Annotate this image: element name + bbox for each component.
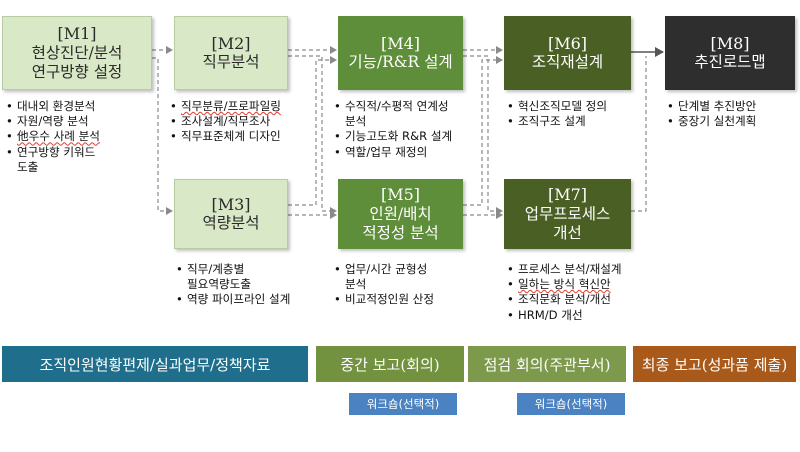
- m8-bullet-text: 중장기 실천계획: [678, 114, 757, 129]
- module-m7: [M7] 업무프로세스 개선: [504, 179, 631, 249]
- list-item: HRM/D 개선: [507, 308, 657, 323]
- band-final-report: 최종 보고(성과품 제출): [633, 346, 796, 382]
- m1-bullet-list: 대내외 환경분석 자원/역량 분석 他우수 사례 분석 연구방향 키워드 도출: [6, 99, 156, 175]
- m8-bullet-list: 단계별 추진방안 중장기 실천계획: [667, 99, 797, 130]
- m7-bullet-text: HRM/D 개선: [518, 307, 583, 322]
- m5-bullet-text: 업무/시간 균형성 분석: [345, 262, 428, 292]
- workshop-chip-2: 워크숍(선택적): [517, 393, 625, 415]
- m1-bullet-text: 他우수 사례 분석: [17, 129, 100, 144]
- list-item: 중장기 실천계획: [667, 114, 797, 129]
- list-item: 업무/시간 균형성 분석: [334, 262, 494, 292]
- list-item: 수직적/수평적 연계성 분석: [334, 99, 494, 129]
- module-m5-title: 인원/배치 적정성 분석: [362, 204, 439, 242]
- workshop-chip-1: 워크숍(선택적): [349, 393, 457, 415]
- module-m1-code: [M1]: [57, 24, 97, 44]
- band-data-source: 조직인원현황편제/실과업무/정책자료: [2, 346, 308, 382]
- m4-bullet-text: 기능고도화 R&R 설계: [345, 129, 453, 144]
- m4-bullet-text: 수직적/수평적 연계성 분석: [345, 99, 449, 129]
- m5-bullet-list: 업무/시간 균형성 분석 비교적정인원 산정: [334, 262, 494, 308]
- m3-bullet-text: 역량 파이프라인 설계: [187, 292, 291, 307]
- module-m2-code: [M2]: [211, 33, 251, 53]
- m1-bullet-text: 연구방향 키워드 도출: [17, 144, 96, 174]
- module-m3-title: 역량분석: [202, 214, 260, 233]
- module-m2: [M2] 직무분석: [174, 16, 288, 90]
- m6-bullet-list: 혁신조직모델 정의 조직구조 설계: [507, 99, 657, 130]
- list-item: 자원/역량 분석: [6, 114, 156, 129]
- m4-bullet-text: 역할/업무 재정의: [345, 144, 428, 159]
- list-item: 他우수 사례 분석: [6, 129, 156, 144]
- list-item: 일하는 방식 혁신안: [507, 277, 657, 292]
- m2-bullet-text: 조사설계/직무조사: [181, 114, 271, 129]
- m4-bullet-list: 수직적/수평적 연계성 분석 기능고도화 R&R 설계 역할/업무 재정의: [334, 99, 494, 160]
- list-item: 조사설계/직무조사: [170, 114, 330, 129]
- list-item: 기능고도화 R&R 설계: [334, 129, 494, 144]
- m6-bullet-text: 혁신조직모델 정의: [518, 99, 608, 113]
- module-m1-title: 현상진단/분석 연구방향 설정: [31, 43, 123, 81]
- module-m5-code: [M5]: [380, 185, 421, 205]
- m1-bullet-text: 대내외 환경분석: [17, 99, 96, 113]
- module-m6-title: 조직재설계: [531, 53, 604, 72]
- m1-bullet-text: 자원/역량 분석: [17, 114, 89, 129]
- module-m3: [M3] 역량분석: [174, 179, 288, 249]
- module-m8: [M8] 추진로드맵: [665, 16, 795, 90]
- list-item: 프로세스 분석/재설계: [507, 262, 657, 277]
- module-m4-title: 기능/R&R 설계: [348, 53, 453, 72]
- m2-bullet-list: 직무분류/프로파일링 조사설계/직무조사 직무표준체계 디자인: [170, 99, 330, 145]
- band-review-meeting: 점검 회의(주관부서): [468, 346, 626, 382]
- list-item: 역할/업무 재정의: [334, 145, 494, 160]
- m8-bullet-text: 단계별 추진방안: [678, 99, 757, 113]
- module-m6-code: [M6]: [547, 33, 588, 53]
- m2-bullet-text: 직무표준체계 디자인: [181, 129, 281, 144]
- list-item: 직무/계층별 필요역량도출: [176, 262, 336, 292]
- list-item: 직무표준체계 디자인: [170, 129, 330, 144]
- module-m8-title: 추진로드맵: [694, 53, 766, 72]
- m7-bullet-text: 일하는 방식 혁신안: [518, 277, 611, 292]
- m7-bullet-text: 프로세스 분석/재설계: [518, 262, 622, 276]
- m3-bullet-list: 직무/계층별 필요역량도출 역량 파이프라인 설계: [176, 262, 336, 308]
- module-m4-code: [M4]: [380, 33, 421, 53]
- m3-bullet-text: 직무/계층별 필요역량도출: [187, 262, 251, 292]
- module-m5: [M5] 인원/배치 적정성 분석: [338, 179, 463, 249]
- list-item: 대내외 환경분석: [6, 99, 156, 114]
- m6-bullet-text: 조직구조 설계: [518, 114, 586, 129]
- module-m1: [M1] 현상진단/분석 연구방향 설정: [2, 16, 152, 90]
- arrow-m7-m8: [631, 56, 647, 212]
- list-item: 비교적정인원 산정: [334, 292, 494, 307]
- list-item: 역량 파이프라인 설계: [176, 292, 336, 307]
- list-item: 조직문화 분석/개선: [507, 292, 657, 307]
- m7-bullet-text: 조직문화 분석/개선: [518, 292, 611, 307]
- list-item: 혁신조직모델 정의: [507, 99, 657, 114]
- module-m2-title: 직무분석: [202, 53, 260, 72]
- m2-bullet-text: 직무분류/프로파일링: [181, 99, 281, 113]
- list-item: 조직구조 설계: [507, 114, 657, 129]
- module-m3-code: [M3]: [211, 194, 251, 214]
- list-item: 단계별 추진방안: [667, 99, 797, 114]
- module-m7-title: 업무프로세스 개선: [524, 204, 611, 242]
- module-m7-code: [M7]: [547, 185, 588, 205]
- m5-bullet-text: 비교적정인원 산정: [345, 292, 435, 307]
- list-item: 직무분류/프로파일링: [170, 99, 330, 114]
- band-interim-report: 중간 보고(회의): [316, 346, 464, 382]
- module-m8-code: [M8]: [710, 33, 750, 53]
- list-item: 연구방향 키워드 도출: [6, 145, 156, 175]
- module-m6: [M6] 조직재설계: [504, 16, 631, 90]
- module-m4: [M4] 기능/R&R 설계: [338, 16, 463, 90]
- m7-bullet-list: 프로세스 분석/재설계 일하는 방식 혁신안 조직문화 분석/개선 HRM/D …: [507, 262, 657, 323]
